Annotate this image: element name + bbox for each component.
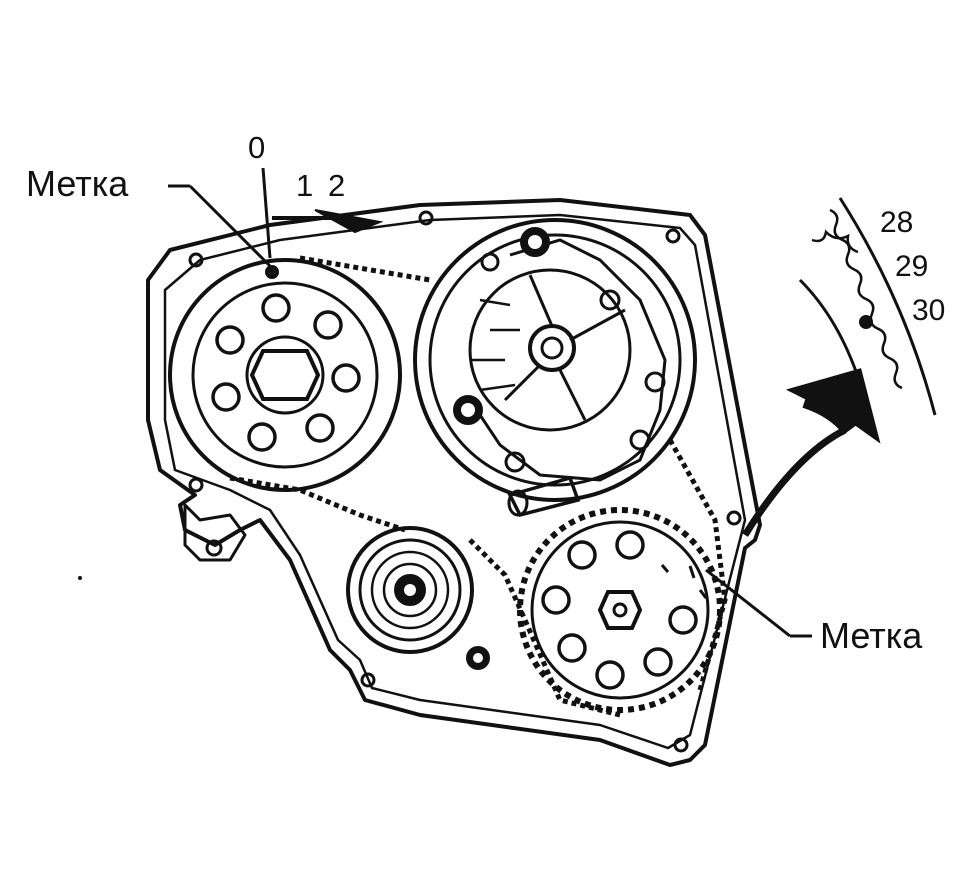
scale-29: 29: [895, 250, 928, 283]
mark-callout-bottom-right: Метка: [660, 564, 923, 656]
flywheel-mark-dot: [859, 315, 873, 329]
timing-belt: [229, 255, 728, 718]
mark-label-bottom-right: Метка: [820, 615, 923, 656]
mark-label-top-left: Метка: [26, 163, 129, 204]
mark-zero: 0: [248, 130, 265, 165]
curved-pointer-arrow-icon: [742, 368, 881, 537]
flywheel-scale-inset: 28 29 30: [798, 197, 945, 421]
pulley-left: [168, 258, 402, 492]
direction-arrow-icon: [314, 209, 384, 234]
cover-bolt-holes: [188, 210, 742, 753]
tensioner-pulley: [346, 526, 490, 670]
scale-28: 28: [880, 206, 913, 239]
timing-cover: [146, 198, 762, 767]
mark-one: 1: [296, 168, 313, 203]
pulley-left-mark-dot: [265, 265, 279, 279]
pump-assembly: [413, 218, 697, 518]
mark-callout-top-left: Метка: [26, 163, 272, 268]
cam-sprocket-holes: [541, 530, 698, 690]
pulley-degree-scale: 0 1 2: [248, 130, 384, 259]
pulley-left-holes: [211, 293, 361, 452]
mark-two: 2: [328, 168, 345, 203]
speck: [78, 576, 82, 580]
scale-30: 30: [912, 294, 945, 327]
